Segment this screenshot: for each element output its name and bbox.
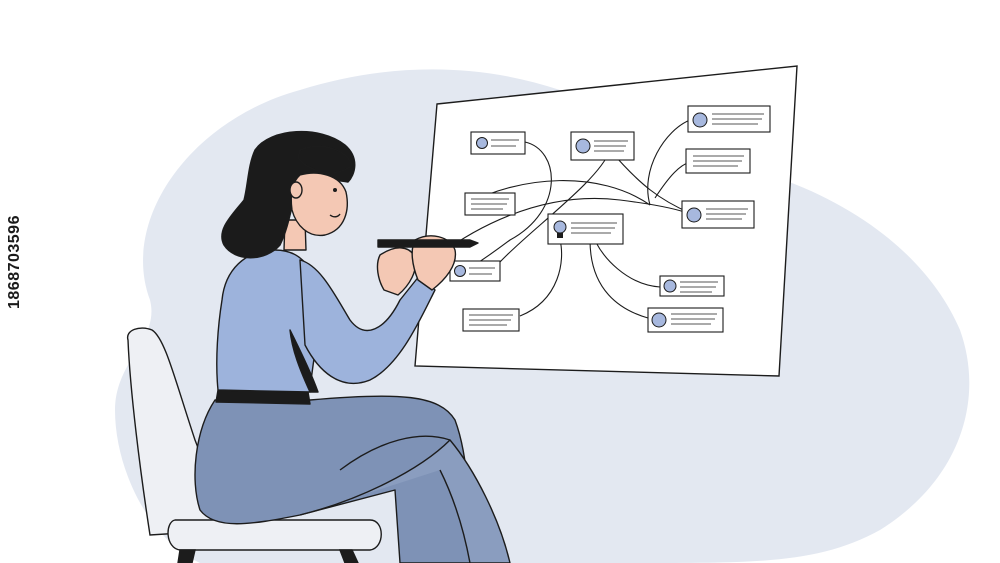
mindmap-node [659,275,725,297]
mindmap-node [687,105,771,133]
stock-id-label: 1868703596 [6,215,23,309]
lightbulb-icon [553,220,567,238]
mindmap-node [462,308,520,332]
mindmap-node [470,131,526,155]
mindmap-node [570,131,635,161]
mindmap-node [685,148,751,174]
mindmap-node [647,307,724,333]
mindmap-node-central [547,213,624,245]
whiteboard [414,65,798,377]
woman-figure [194,130,511,563]
mindmap-node [464,192,516,216]
mindmap-node [681,200,755,229]
pen [377,239,479,248]
mindmap-node [449,260,501,282]
